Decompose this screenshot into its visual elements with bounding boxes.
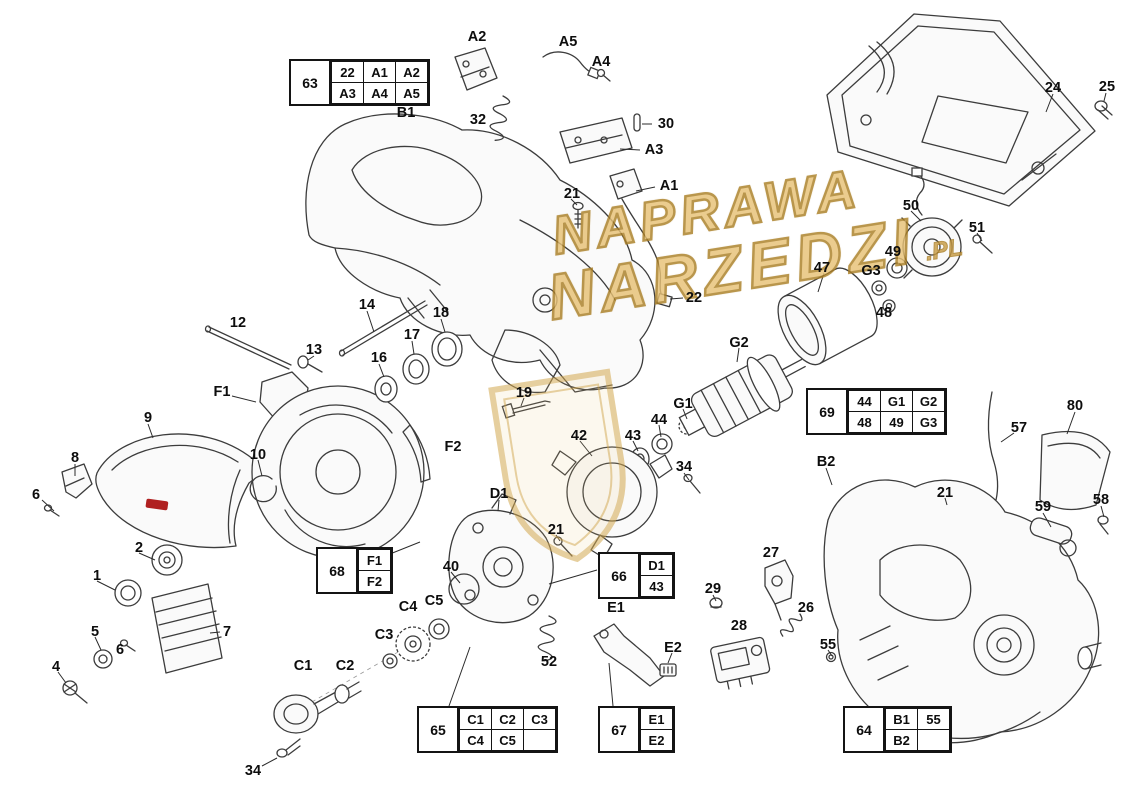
part-screw-25 [1094,100,1113,120]
part-cylinder-29 [709,597,723,609]
part-rod-12 [204,325,292,370]
part-base-plate [826,13,1096,207]
part-gear-case-d1 [448,493,554,624]
part-lever-27 [764,559,794,621]
part-bearing-plate-42 [551,446,673,559]
part-washer-5 [93,649,113,669]
part-field-47 [777,267,878,366]
part-bearing-2 [151,544,183,576]
part-screw-6-mid [119,639,136,652]
part-screw-58 [1097,515,1109,535]
part-spring-52 [537,615,557,662]
part-washer-48 [882,299,896,313]
part-screw-51 [972,234,993,254]
part-shield-80 [1039,430,1111,511]
part-screw-6-left [43,504,60,517]
part-washer-16 [374,375,398,403]
part-lever-8 [61,463,93,499]
part-ring-10 [249,475,277,503]
part-bearing-49 [886,257,908,279]
leader-lines [41,92,1107,767]
part-ring-18 [431,331,463,367]
part-rod-57 [987,391,999,501]
part-screw-34-b [276,738,301,758]
part-washer-g3 [871,280,887,296]
part-plate-a3 [559,117,633,164]
part-end-cap-50 [901,167,963,279]
part-screw-21-a [572,201,584,229]
part-bearing-1 [114,579,142,607]
part-plug-e2 [659,663,677,677]
part-ring-17 [402,353,430,385]
part-switch-28 [710,636,771,690]
watermark-shield [488,368,626,563]
part-ring-40 [448,573,480,605]
part-armature-g2 [678,354,806,438]
part-screw-13 [297,355,323,373]
part-spindle-group-c [273,618,450,734]
part-bracket-a1 [609,168,643,200]
part-wire-a5 [542,51,601,80]
part-bracket-a2 [454,47,498,91]
part-screw-a4 [596,68,611,82]
part-grip-7 [151,583,223,674]
part-bolt-4 [62,680,88,704]
part-wire-22 [621,198,673,308]
part-lever-e1 [593,623,665,687]
part-screw-34-a [683,473,701,494]
part-pin-14 [338,300,428,357]
part-upper-guard-9 [95,433,259,549]
part-lower-guard-f1 [251,371,425,559]
part-handle-housing-b2 [823,479,1102,744]
part-guard-arc-f2 [402,424,431,483]
part-pin-30 [633,113,641,132]
part-spring-26 [779,613,803,637]
brand-logo [145,498,169,511]
part-spring-32 [489,95,511,141]
part-lever-59 [1029,517,1077,557]
part-bearing-44 [651,433,673,455]
